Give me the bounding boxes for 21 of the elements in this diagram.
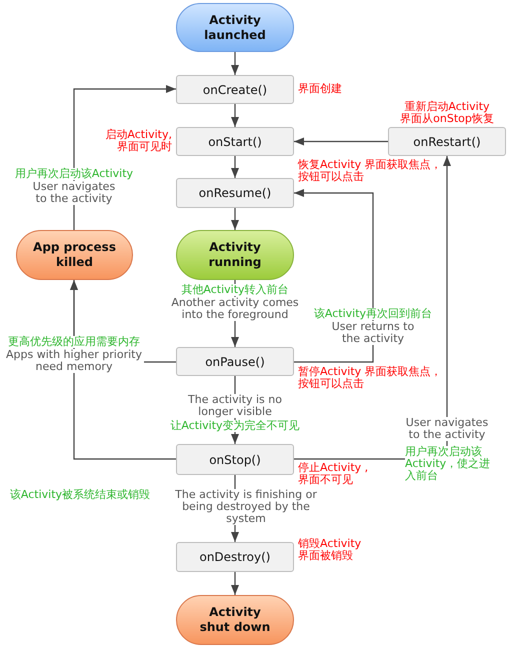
method-box: onCreate() [176,75,294,104]
arrow [231,156,239,178]
arrow [294,138,388,146]
arrow [294,189,374,363]
method-box: onRestart() [388,127,506,156]
arrow [231,208,239,230]
arrow [231,572,239,595]
method-box: onPause() [176,347,294,376]
state-pill: App process killed [16,230,133,280]
method-box: onStart() [176,127,294,156]
arrow [231,52,239,75]
method-box: onResume() [176,178,294,208]
arrow [231,104,239,127]
state-pill: Activity running [176,230,294,280]
state-pill: Activity shut down [176,595,294,645]
edge-label: Apps with higher priority need memory [4,349,144,373]
edge-label: The activity is no longer visible [188,394,282,418]
method-box: onStop() [176,444,294,475]
method-box: onDestroy() [176,542,294,572]
arrow [70,280,176,460]
state-pill: Activity launched [176,3,294,52]
